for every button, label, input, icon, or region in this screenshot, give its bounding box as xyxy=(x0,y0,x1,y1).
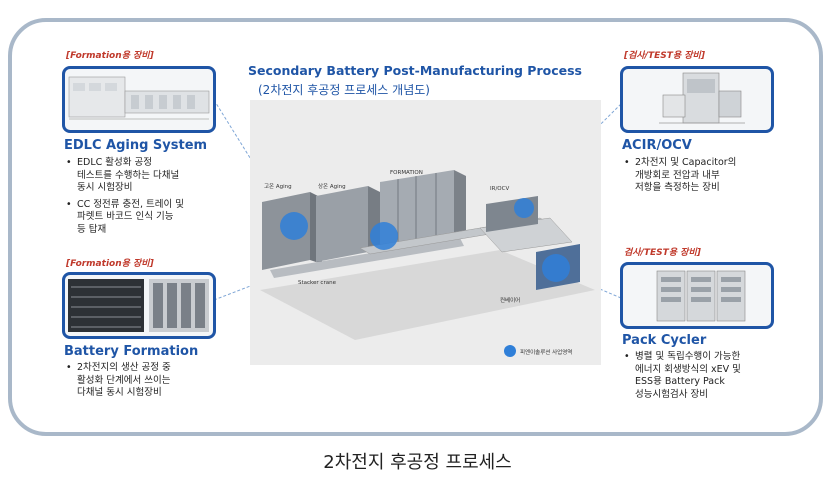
pack-bullets: 병렬 및 독립수행이 가능한 에너지 회생방식의 xEV 및 ESS용 Batt… xyxy=(624,351,794,405)
acir-bullets: 2차전지 및 Capacitor의 개방회로 전압과 내부 저항을 측정하는 장… xyxy=(624,157,784,199)
edlc-bullet-1: EDLC 활성화 공정 테스트를 수행하는 다채널 동시 시험장비 xyxy=(66,157,226,195)
diagram-subtitle: (2차전지 후공정 프로세스 개념도) xyxy=(258,83,430,97)
label-aging-normal: 상온 Aging xyxy=(318,184,346,190)
formation-bullets: 2차전지의 생산 공정 중 활성화 단계에서 쓰이는 다채널 동시 시험장비 xyxy=(66,362,226,404)
figure-caption: 2차전지 후공정 프로세스 xyxy=(323,452,512,473)
plant-layout-drawing xyxy=(260,170,595,357)
diagram-title: Secondary Battery Post-Manufacturing Pro… xyxy=(248,63,582,78)
highlight-ir-ocv xyxy=(514,198,534,218)
highlight-pack xyxy=(542,254,570,282)
pack-equipment-image xyxy=(620,262,774,329)
edlc-equipment-image xyxy=(62,66,216,133)
acir-tag: [검사/TEST용 장비] xyxy=(624,51,705,61)
pack-bullet-1: 병렬 및 독립수행이 가능한 에너지 회생방식의 xEV 및 ESS용 Batt… xyxy=(624,351,794,401)
label-stacker-crane: Stacker crane xyxy=(298,280,336,286)
acir-heading: ACIR/OCV xyxy=(622,138,692,153)
acir-bullet-1: 2차전지 및 Capacitor의 개방회로 전압과 내부 저항을 측정하는 장… xyxy=(624,157,784,195)
edlc-heading: EDLC Aging System xyxy=(64,138,208,153)
legend-dot xyxy=(504,345,516,357)
legend-label: 피엔이솔루션 사업영역 xyxy=(520,350,573,356)
formation-tag: [Formation용 장비] xyxy=(66,259,154,269)
edlc-bullet-2: CC 정전류 충전, 트레이 및 파렛트 바코드 인식 기능 등 탑재 xyxy=(66,199,226,237)
label-ir-ocv: IR/OCV xyxy=(490,186,510,192)
edlc-bullets: EDLC 활성화 공정 테스트를 수행하는 다채널 동시 시험장비 CC 정전류… xyxy=(66,157,226,240)
plant-layout: 고온 Aging 상온 Aging FORMATION IR/OCV Stack… xyxy=(250,100,601,365)
highlight-formation xyxy=(370,222,398,250)
pack-heading: Pack Cycler xyxy=(622,333,707,348)
label-conveyor: 컨베이어 xyxy=(500,298,521,304)
formation-equipment-image xyxy=(62,272,216,339)
label-aging-high: 고온 Aging xyxy=(264,184,292,190)
pack-tag: 검사/TEST용 장비] xyxy=(624,248,701,258)
acir-equipment-image xyxy=(620,66,774,133)
label-formation: FORMATION xyxy=(390,170,423,176)
highlight-aging xyxy=(280,212,308,240)
edlc-tag: [Formation용 장비] xyxy=(66,51,154,61)
formation-heading: Battery Formation xyxy=(64,344,199,359)
formation-bullet-1: 2차전지의 생산 공정 중 활성화 단계에서 쓰이는 다채널 동시 시험장비 xyxy=(66,362,226,400)
